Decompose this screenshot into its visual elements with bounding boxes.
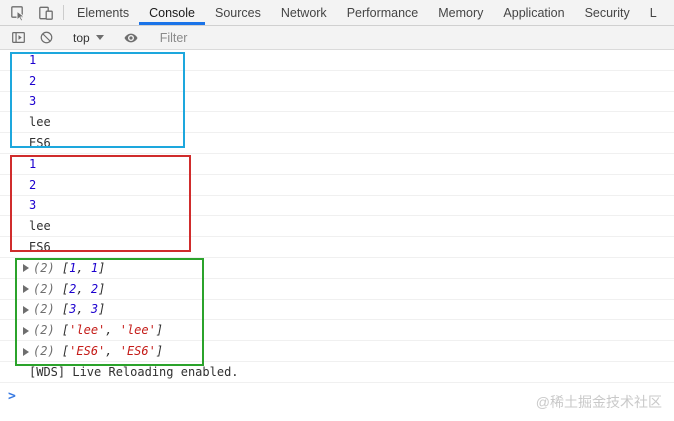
log-text: ES6: [29, 240, 51, 255]
tab-security[interactable]: Security: [584, 5, 630, 20]
console-row: lee: [0, 112, 674, 134]
create-live-expression-button[interactable]: [117, 30, 145, 46]
array-preview: (2) [1, 1]: [33, 260, 106, 275]
array-preview: (2) ['ES6', 'ES6']: [33, 344, 164, 359]
tab-network[interactable]: Network: [280, 5, 327, 20]
log-text: lee: [29, 219, 51, 234]
devtools-tabbar: Elements Console Sources Network Performance…: [0, 0, 674, 26]
tab-memory[interactable]: Memory: [438, 5, 484, 20]
console-row: (2) [3, 3]: [0, 300, 674, 321]
console-row: (2) [1, 1]: [0, 258, 674, 279]
log-number: 3: [29, 198, 37, 213]
console-row: (2) ['lee', 'lee']: [0, 320, 674, 342]
array-preview: (2) [3, 3]: [33, 302, 106, 317]
log-number: 1: [29, 156, 37, 171]
tab-elements[interactable]: Elements: [77, 5, 130, 20]
console-row: 2: [0, 71, 674, 92]
log-text: lee: [29, 115, 51, 130]
console-row: 2: [0, 175, 674, 196]
array-preview: (2) ['lee', 'lee']: [33, 323, 164, 338]
tab-console[interactable]: Console: [139, 0, 205, 25]
expand-arrow-icon[interactable]: [23, 306, 29, 315]
console-toolbar: top: [0, 26, 674, 50]
log-number: 2: [29, 73, 37, 88]
device-toolbar-icon: [39, 6, 53, 20]
separator: [63, 5, 64, 20]
filter-input[interactable]: [159, 30, 300, 45]
expand-arrow-icon[interactable]: [23, 347, 29, 356]
eye-icon: [124, 33, 138, 42]
console-sidebar-icon: [11, 32, 25, 43]
console-row: 3: [0, 196, 674, 217]
console-row: [WDS] Live Reloading enabled.: [0, 362, 674, 383]
tab-performance[interactable]: Performance: [346, 5, 419, 20]
tab-l[interactable]: L: [649, 5, 657, 20]
console-row: (2) ['ES6', 'ES6']: [0, 341, 674, 362]
context-selector-label: top: [73, 30, 90, 45]
log-number: 2: [29, 177, 37, 192]
tab-application[interactable]: Application: [503, 5, 565, 20]
console-row: (2) [2, 2]: [0, 279, 674, 300]
toggle-device-toolbar-button[interactable]: [32, 0, 60, 25]
log-number: 1: [29, 52, 37, 67]
log-number: 3: [29, 94, 37, 109]
tab-strip: Elements Console Sources Network Performance…: [67, 0, 667, 25]
inspect-cursor-icon: [11, 5, 26, 21]
log-text: ES6: [29, 136, 51, 151]
console-row: lee: [0, 216, 674, 238]
array-preview: (2) [2, 2]: [33, 281, 106, 296]
console-row: ES6: [0, 133, 674, 154]
tab-sources[interactable]: Sources: [214, 5, 261, 20]
console-row: ES6: [0, 237, 674, 258]
expand-arrow-icon[interactable]: [23, 285, 29, 294]
console-row: 1: [0, 50, 674, 71]
expand-arrow-icon[interactable]: [23, 264, 29, 273]
console-row: 1: [0, 154, 674, 175]
show-console-sidebar-button[interactable]: [4, 30, 32, 45]
clear-console-button[interactable]: [32, 30, 60, 45]
clear-console-icon: [40, 31, 52, 44]
console-prompt[interactable]: >: [0, 383, 674, 421]
console-row: 3: [0, 92, 674, 113]
chevron-down-icon: [95, 35, 104, 40]
log-text: [WDS] Live Reloading enabled.: [29, 364, 239, 379]
inspect-element-button[interactable]: [4, 0, 32, 25]
prompt-chevron-icon: >: [8, 388, 16, 404]
expand-arrow-icon[interactable]: [23, 326, 29, 335]
context-selector[interactable]: top: [67, 31, 110, 45]
